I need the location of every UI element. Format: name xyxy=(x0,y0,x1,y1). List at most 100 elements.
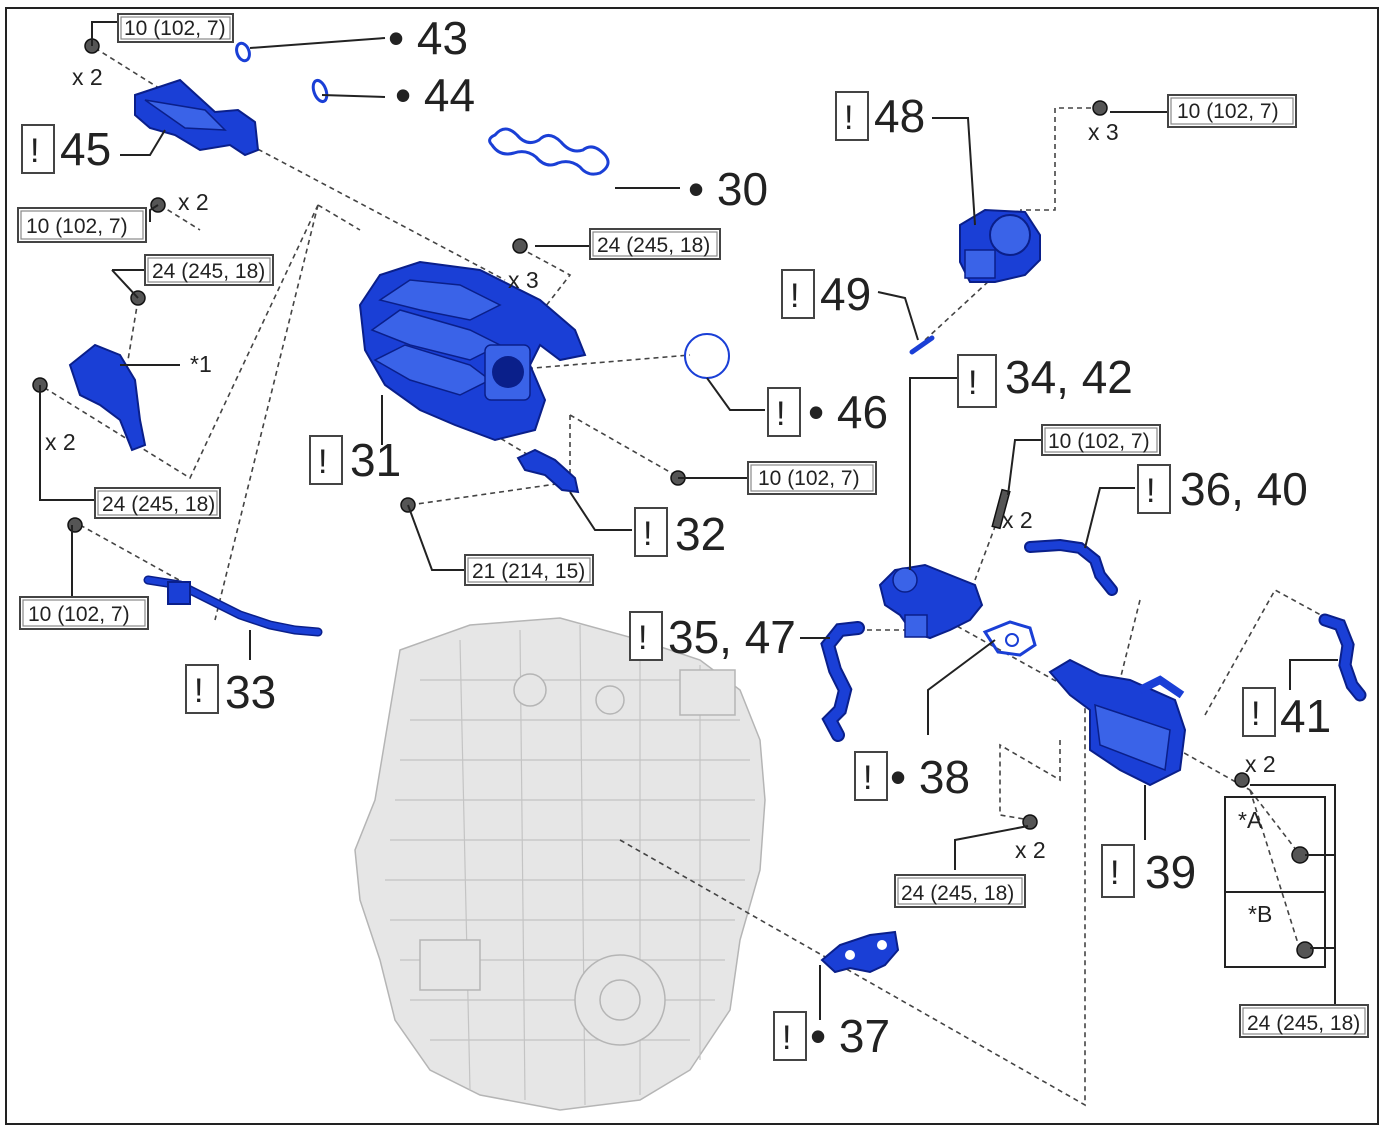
gasket-37 xyxy=(820,930,900,974)
throttle-body-48 xyxy=(959,208,1041,283)
bolt-icon xyxy=(512,238,528,254)
part-label-39: 39 xyxy=(1145,846,1196,898)
torque-spec: 10 (102, 7) xyxy=(1177,100,1279,123)
warning-icon xyxy=(1242,687,1276,737)
torque-spec: 24 (245, 18) xyxy=(597,234,710,257)
torque-spec: 24 (245, 18) xyxy=(901,882,1014,905)
torque-spec: 24 (245, 18) xyxy=(1247,1012,1360,1035)
quantity-label: x 2 xyxy=(45,429,76,455)
o-ring-46 xyxy=(684,333,730,379)
gasket-38 xyxy=(982,620,1037,657)
part-32 xyxy=(516,448,580,494)
warning-icon xyxy=(767,387,801,437)
torque-spec: 10 (102, 7) xyxy=(1048,430,1150,453)
warning-icon xyxy=(835,91,869,141)
torque-spec: 24 (245, 18) xyxy=(152,260,265,283)
quantity-label: x 2 xyxy=(1002,507,1033,533)
torque-spec: 10 (102, 7) xyxy=(26,215,128,238)
intake-manifold-31 xyxy=(358,260,587,442)
warning-icon xyxy=(781,269,815,319)
note-A: *A xyxy=(1238,807,1263,833)
warning-icon xyxy=(957,354,997,408)
part-label-45: 45 xyxy=(60,123,111,175)
part-label-32: 32 xyxy=(675,508,726,560)
quantity-label: x 2 xyxy=(1245,751,1276,777)
warning-mark: ! xyxy=(1251,695,1260,733)
engine-block xyxy=(354,617,766,1111)
gasket-44 xyxy=(311,78,329,104)
part-label-41: 41 xyxy=(1280,690,1331,742)
warning-mark: ! xyxy=(30,132,39,170)
quantity-label: x 2 xyxy=(1015,837,1046,863)
warning-mark: ! xyxy=(318,443,327,481)
part-label-48: 48 xyxy=(874,90,925,142)
warning-mark: ! xyxy=(643,515,652,553)
note-B: *B xyxy=(1248,901,1272,927)
warning-mark: ! xyxy=(1110,854,1119,892)
quantity-label: x 3 xyxy=(508,267,539,293)
warning-icon xyxy=(1137,464,1171,514)
warning-icon xyxy=(1101,844,1135,898)
hose-33 xyxy=(143,575,323,637)
bracket-star1 xyxy=(68,343,147,452)
gasket-43 xyxy=(235,41,251,63)
ab-callout-box: *A *B xyxy=(1224,796,1326,968)
warning-mark: ! xyxy=(782,1019,791,1057)
part-label-38: • 38 xyxy=(890,751,970,803)
warning-icon xyxy=(629,611,663,661)
part-label-46: • 46 xyxy=(808,386,888,438)
bolt-icon xyxy=(1296,941,1314,959)
torque-specs: 10 (102, 7) 10 (102, 7) 10 (102, 7) 24 (… xyxy=(17,13,1369,1038)
part-label-37: • 37 xyxy=(810,1010,890,1062)
part-labels: • 43 • 44 • 30 ! 45 ! 48 ! 49 ! 31 ! • 4… xyxy=(21,12,1331,1062)
part-label-30: • 30 xyxy=(688,163,768,215)
part-label-49: 49 xyxy=(820,268,871,320)
note-star1: *1 xyxy=(190,351,212,377)
bolt-icon xyxy=(67,517,83,533)
part-label-43: • 43 xyxy=(388,12,468,64)
quantity-label: x 2 xyxy=(72,64,103,90)
torque-spec: 24 (245, 18) xyxy=(102,493,215,516)
hose-41 xyxy=(1318,613,1367,702)
warning-mark: ! xyxy=(968,364,977,402)
warning-icon xyxy=(185,664,219,714)
intake-manifold-gasket-30 xyxy=(488,127,610,176)
part-label-36-40: 36, 40 xyxy=(1180,463,1308,515)
bolt-icon xyxy=(991,488,1011,530)
part-label-31: 31 xyxy=(350,434,401,486)
egr-cooler-39 xyxy=(1048,658,1187,787)
part-45-bracket xyxy=(134,78,260,157)
quantity-labels: x 2 x 2 x 2 x 3 x 3 x 2 x 2 x 2 *1 xyxy=(45,64,1276,863)
part-label-44: • 44 xyxy=(395,69,475,121)
warning-mark: ! xyxy=(776,395,785,433)
part-label-35-47: 35, 47 xyxy=(668,611,796,663)
warning-mark: ! xyxy=(790,277,799,315)
diagram-frame xyxy=(5,7,1379,1125)
warning-mark: ! xyxy=(1146,472,1155,510)
torque-spec: 10 (102, 7) xyxy=(28,603,130,626)
part-label-34-42: 34, 42 xyxy=(1005,351,1133,403)
hose-36-40 xyxy=(1024,538,1118,596)
egr-valve-34-42 xyxy=(878,563,984,640)
leader-lines xyxy=(20,21,1338,1020)
quantity-label: x 3 xyxy=(1088,119,1119,145)
warning-mark: ! xyxy=(863,759,872,797)
warning-mark: ! xyxy=(638,619,647,657)
warning-icon xyxy=(773,1011,807,1061)
part-49 xyxy=(909,335,935,355)
torque-spec: 21 (214, 15) xyxy=(472,560,585,583)
warning-icon xyxy=(21,124,55,174)
bolt-icon xyxy=(1092,100,1108,116)
warning-mark: ! xyxy=(844,99,853,137)
torque-spec: 10 (102, 7) xyxy=(758,467,860,490)
hose-35-47 xyxy=(820,621,865,742)
warning-mark: ! xyxy=(194,672,203,710)
warning-icon xyxy=(309,435,343,485)
parts xyxy=(68,41,1367,974)
warning-icon xyxy=(634,507,668,557)
quantity-label: x 2 xyxy=(178,189,209,215)
torque-spec: 10 (102, 7) xyxy=(124,17,226,40)
warning-icon xyxy=(854,751,888,801)
